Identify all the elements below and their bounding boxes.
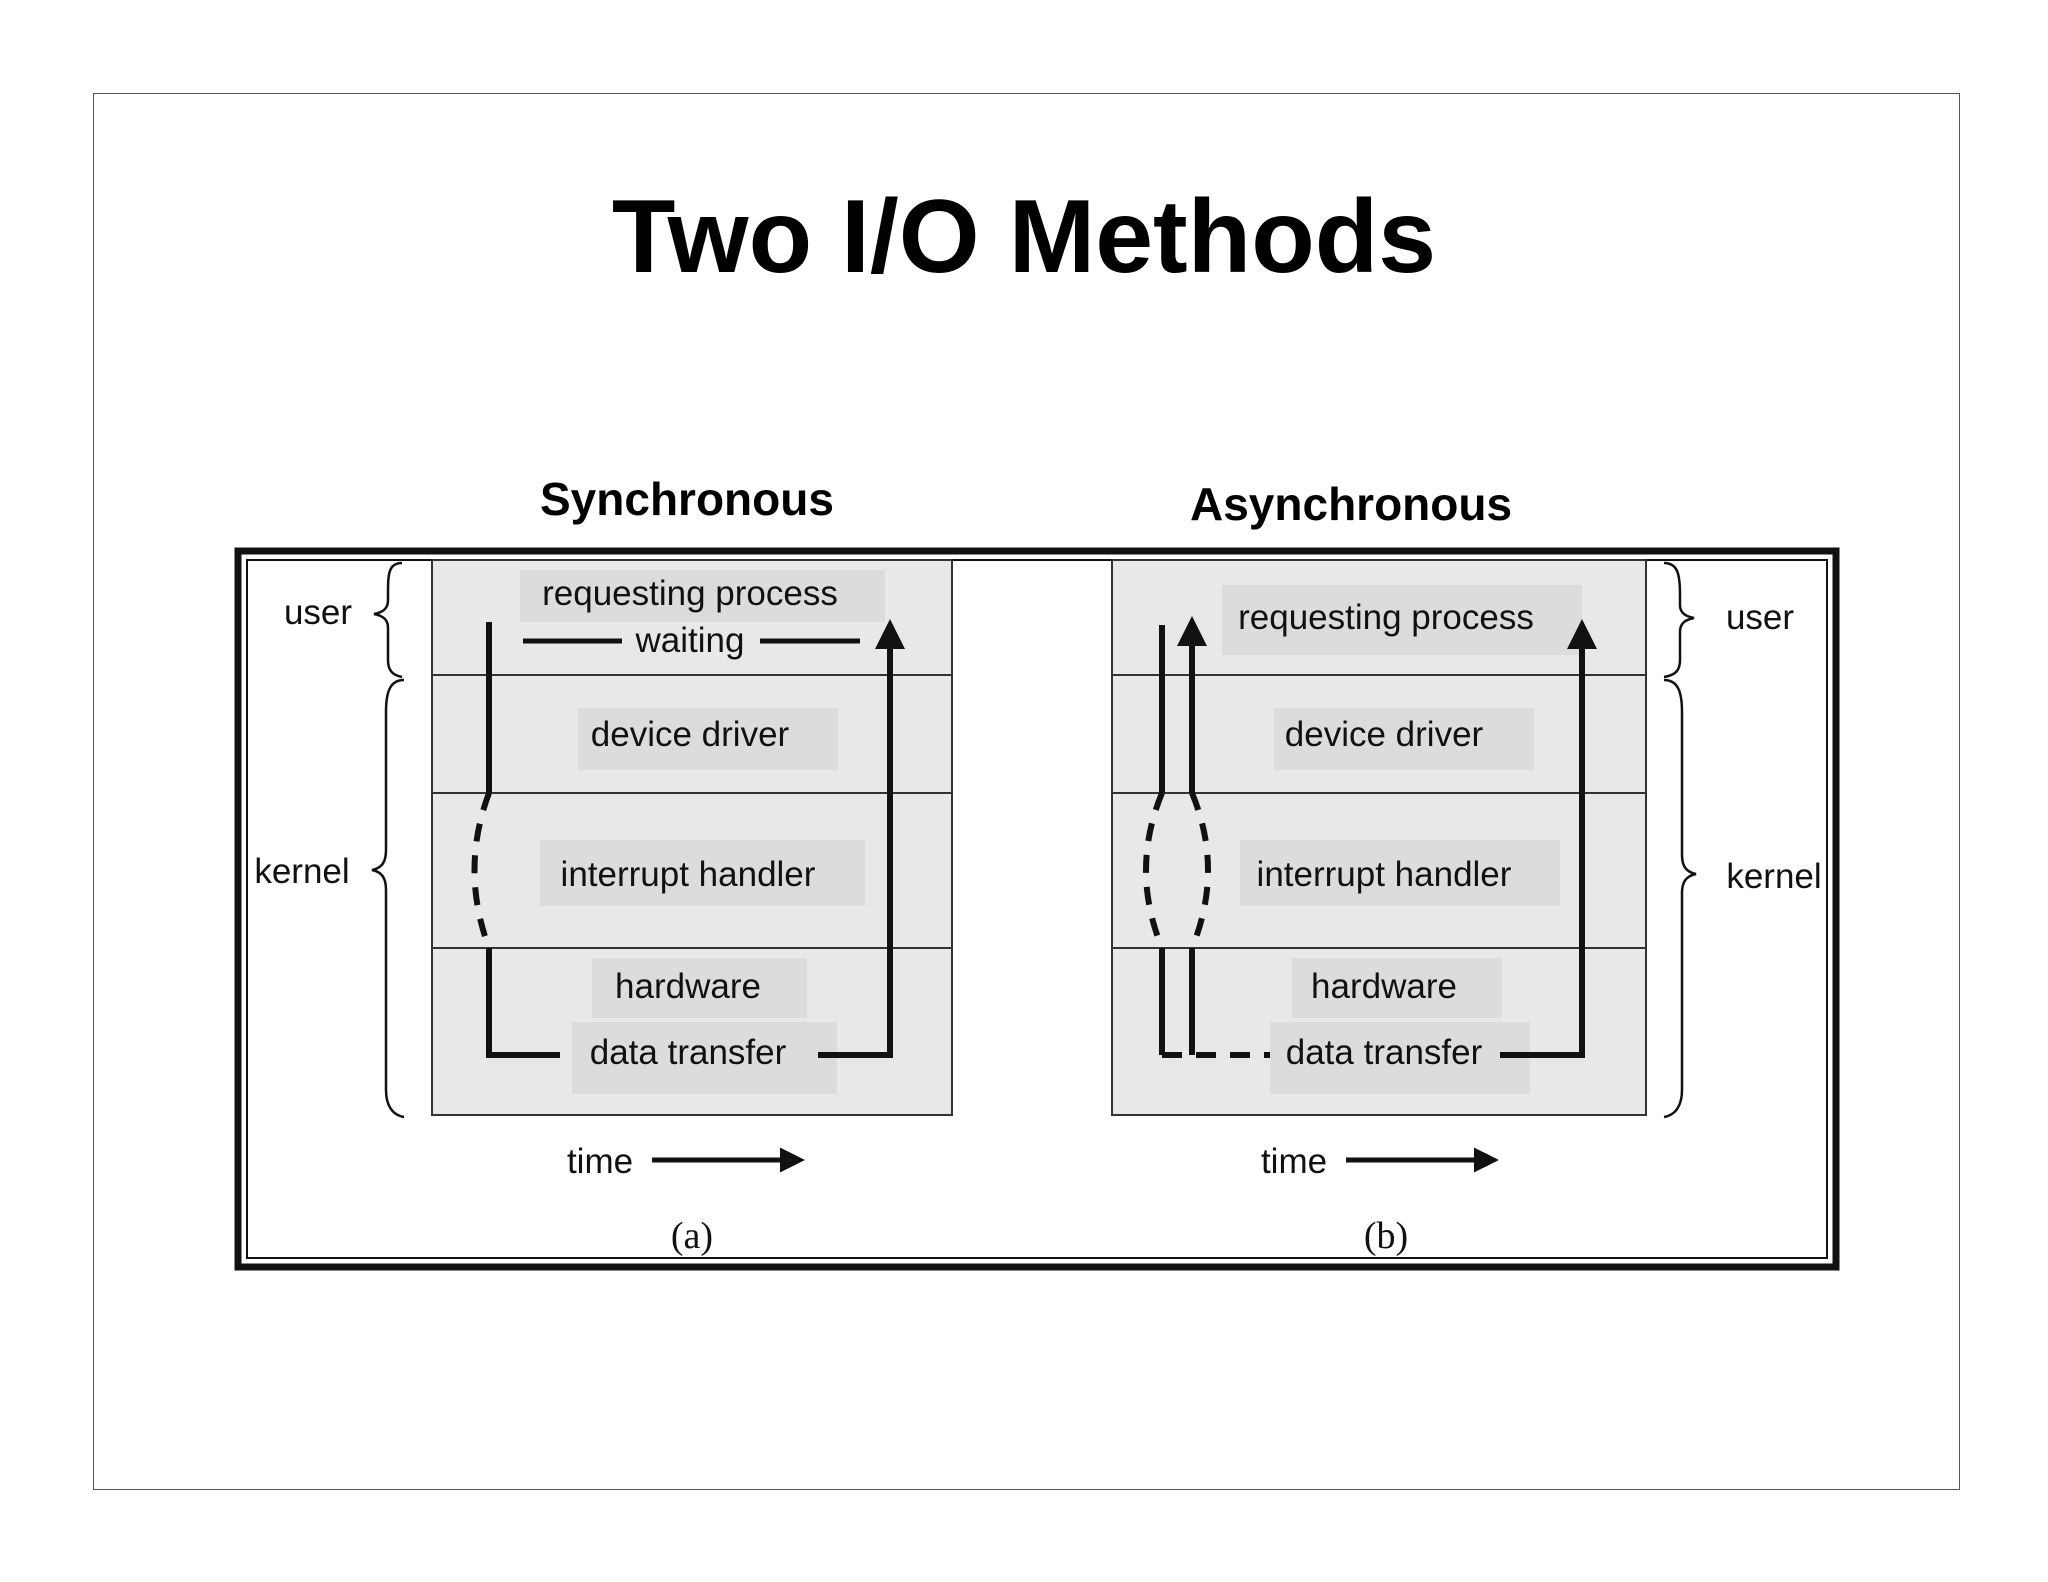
left-braces: user kernel (254, 561, 405, 1119)
label-interrupt-handler: interrupt handler (561, 855, 816, 894)
heading-asynchronous: Asynchronous (1190, 478, 1513, 530)
user-brace (1663, 561, 1695, 679)
heading-synchronous: Synchronous (540, 473, 834, 525)
label-waiting: waiting (635, 621, 745, 660)
label-user: user (284, 593, 352, 632)
label-kernel: kernel (254, 852, 349, 891)
label-bg (540, 840, 865, 906)
label-requesting-process: requesting process (1238, 598, 1534, 637)
label-bg (578, 708, 838, 770)
kernel-brace (1663, 678, 1697, 1119)
interrupt-dashed-path (471, 791, 492, 950)
right-braces: user kernel (1663, 561, 1822, 1119)
label-kernel: kernel (1726, 857, 1821, 896)
label-interrupt-handler: interrupt handler (1257, 855, 1512, 894)
interrupt-dashed-path (1189, 791, 1211, 950)
figure-inner-frame (246, 559, 1828, 1259)
label-user: user (1726, 598, 1794, 637)
panel-b: requesting process device driver interru… (1111, 559, 1647, 1257)
caption-a: (a) (671, 1215, 713, 1257)
user-brace (373, 561, 403, 679)
label-bg (1292, 958, 1502, 1018)
label-bg (1274, 708, 1534, 770)
label-hardware: hardware (1311, 967, 1457, 1006)
slide-title: Two I/O Methods (611, 179, 1437, 295)
label-bg (1270, 1022, 1530, 1094)
label-bg (520, 570, 885, 622)
panel-a: requesting process waiting device driver… (431, 559, 953, 1257)
label-device-driver: device driver (1285, 715, 1484, 754)
kernel-brace (371, 678, 405, 1119)
return-path (818, 640, 893, 1058)
label-bg (592, 958, 807, 1018)
label-data-transfer: data transfer (1286, 1033, 1483, 1072)
label-bg (572, 1022, 837, 1094)
interrupt-dashed-path (1143, 791, 1165, 950)
return-path (1500, 640, 1585, 1058)
caption-b: (b) (1364, 1215, 1408, 1257)
label-data-transfer: data transfer (590, 1033, 787, 1072)
figure-outer-frame (234, 547, 1840, 1271)
label-time: time (567, 1142, 633, 1181)
transfer-path (486, 948, 560, 1058)
label-time: time (1261, 1142, 1327, 1181)
label-hardware: hardware (615, 967, 761, 1006)
label-bg (1222, 585, 1582, 655)
label-requesting-process: requesting process (542, 574, 838, 613)
label-bg (1240, 840, 1560, 906)
label-device-driver: device driver (591, 715, 790, 754)
